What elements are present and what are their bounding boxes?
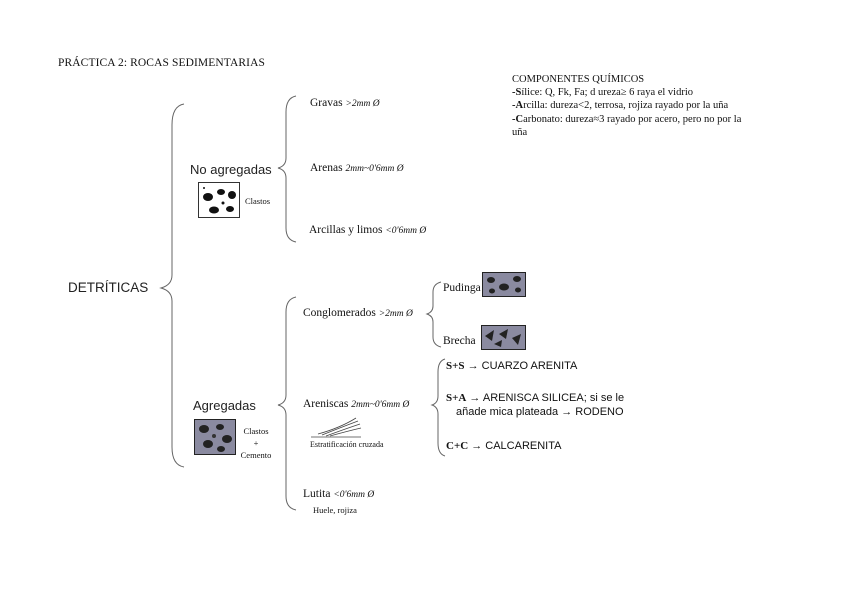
- brace-conglomerados: [427, 282, 441, 347]
- arenisca-silicea-line: S+A → ARENISCA SILICEA; si se le añade m…: [446, 391, 624, 419]
- estratificacion-note: Estratificación cruzada: [310, 440, 384, 449]
- areniscas-item: Areniscas 2mm~0'6mm Ø: [303, 398, 409, 410]
- conglomerados-item: Conglomerados >2mm Ø: [303, 307, 413, 319]
- gravas-item: Gravas >2mm Ø: [310, 97, 380, 109]
- brace-no-agregadas: [278, 96, 296, 242]
- clastos-cemento-caption: Clastos + Cemento: [240, 425, 272, 461]
- brecha-image: [481, 325, 526, 350]
- clastos-image: [198, 182, 240, 218]
- brace-areniscas: [432, 359, 445, 456]
- brace-agregadas: [278, 297, 296, 510]
- calcarenita-line: C+C → CALCARENITA: [446, 440, 561, 452]
- cuarzo-arenita-line: S+S → CUARZO ARENITA: [446, 360, 577, 372]
- root-detriticas: DETRÍTICAS: [68, 280, 148, 295]
- pudinga-label: Pudinga: [443, 282, 481, 294]
- brace-detriticas: [161, 104, 184, 467]
- lutita-item: Lutita <0'6mm Ø: [303, 488, 374, 500]
- arcillas-item: Arcillas y limos <0'6mm Ø: [309, 224, 426, 236]
- arenas-item: Arenas 2mm~0'6mm Ø: [310, 162, 404, 174]
- brecha-label: Brecha: [443, 335, 476, 347]
- clastos-caption: Clastos: [245, 196, 270, 206]
- pudinga-image: [482, 272, 526, 297]
- clastos-cemento-image: [194, 419, 236, 455]
- cross-stratification-icon: [311, 418, 361, 437]
- no-agregadas-label: No agregadas: [190, 162, 272, 177]
- lutita-note: Huele, rojiza: [313, 505, 357, 515]
- agregadas-label: Agregadas: [193, 398, 256, 413]
